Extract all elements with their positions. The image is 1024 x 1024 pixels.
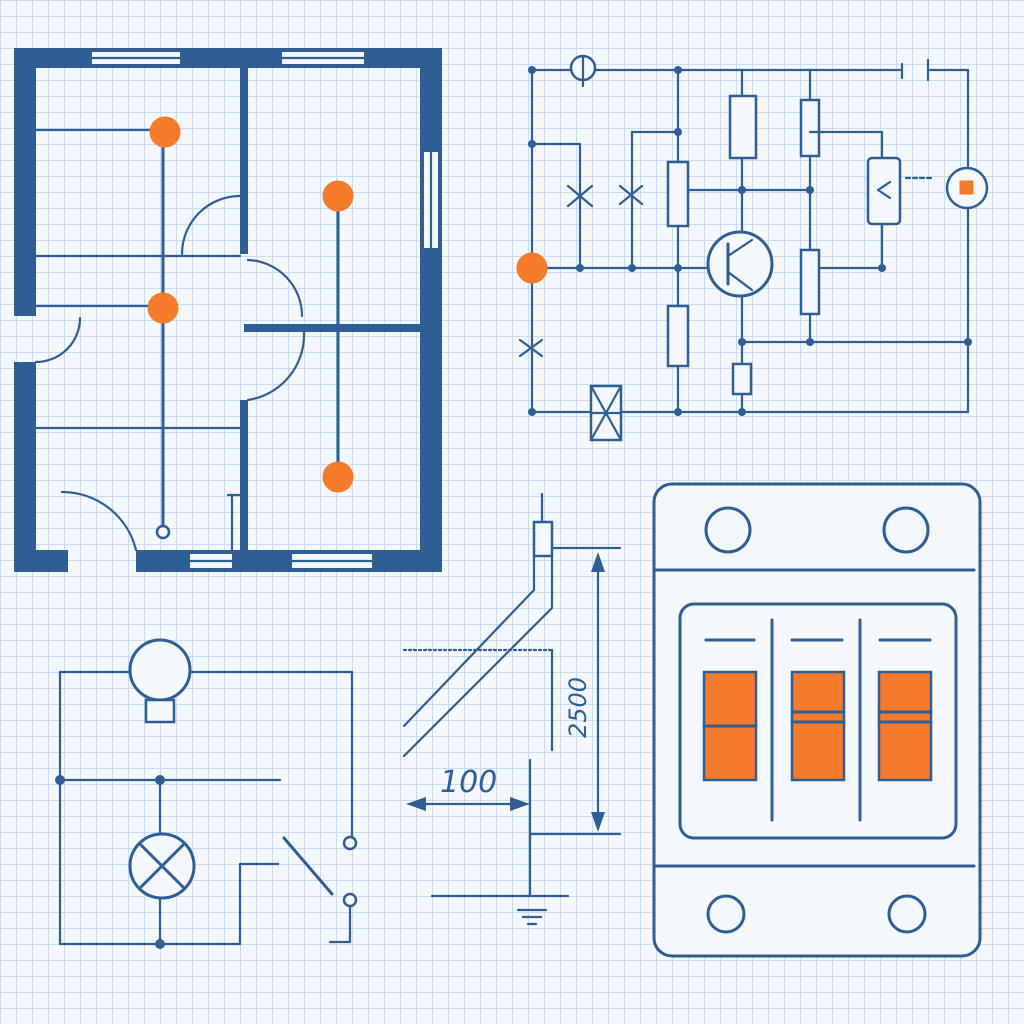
floor-plan-wall-top <box>14 48 442 68</box>
breaker-switch-2[interactable] <box>790 670 846 782</box>
junction-dot <box>155 775 165 785</box>
breaker-switch-body[interactable] <box>790 670 846 782</box>
floor-plan-window-top-right <box>280 52 366 64</box>
junction-dot <box>674 264 682 272</box>
circuit-schematic <box>516 54 989 442</box>
junction-dot <box>528 408 536 416</box>
junction-dot <box>964 338 972 346</box>
input-terminal-icon <box>516 252 548 284</box>
switch-contact-icon <box>342 892 358 908</box>
schematic-frame <box>530 68 970 414</box>
diode-icon <box>518 338 544 358</box>
circuit-wire <box>58 670 280 946</box>
potentiometer-icon <box>876 180 892 200</box>
floor-plan <box>14 48 442 572</box>
floor-plan-door-swing <box>60 490 138 552</box>
circuit-wire <box>328 904 352 944</box>
schematic-wire <box>808 130 884 160</box>
floor-plan-partition-lower <box>240 400 248 552</box>
junction-dot <box>738 186 746 194</box>
ground-icon <box>516 908 548 926</box>
floor-plan-door-swing <box>246 258 304 318</box>
dimension-label-vertical: 2500 <box>564 677 592 738</box>
lamp-socket-icon <box>144 698 176 724</box>
floor-plan-window-bottom-right <box>290 554 374 568</box>
switch-contact-icon <box>342 835 358 851</box>
junction-dot <box>738 408 746 416</box>
transistor-icon <box>726 238 754 292</box>
junction-dot <box>55 775 65 785</box>
light-point-icon <box>149 116 181 148</box>
lamp-icon <box>138 842 186 890</box>
light-point-icon <box>322 461 354 493</box>
circuit-wire <box>188 670 354 840</box>
dimension-arrow-icon <box>406 797 426 811</box>
dimension-arrow-icon <box>591 812 605 832</box>
junction-dot <box>806 186 814 194</box>
junction-dot <box>674 408 682 416</box>
floor-plan-wall-bottom-left <box>14 550 68 572</box>
schematic-wire <box>630 130 682 270</box>
capacitor-icon <box>731 362 753 396</box>
floor-plan-partition-upper <box>240 68 248 254</box>
floor-plan-window-bottom-left <box>188 554 234 568</box>
resistor-icon <box>799 98 821 158</box>
dimension-arrow-icon <box>591 552 605 572</box>
dimension-drawing: 100 2500 <box>402 492 622 926</box>
junction-dot <box>878 264 886 272</box>
junction-dot <box>674 128 682 136</box>
floor-plan-window-top-left <box>90 52 182 64</box>
mounting-screw-icon <box>887 894 927 934</box>
floor-plan-wall-right <box>420 48 442 572</box>
floor-plan-window-right <box>424 150 438 250</box>
junction-dot <box>576 264 584 272</box>
mounting-screw-icon <box>704 506 752 554</box>
dimension-label-horizontal: 100 <box>440 765 497 800</box>
outlet-icon <box>155 524 171 540</box>
junction-dot <box>806 338 814 346</box>
conduit-outline <box>402 554 536 728</box>
transistor-icon <box>706 230 774 298</box>
mount-bracket-icon <box>532 520 554 558</box>
resistor-icon <box>666 304 690 368</box>
light-point-icon <box>322 180 354 212</box>
floor-plan-door-swing <box>34 316 82 364</box>
resistor-icon <box>666 160 690 228</box>
schematic-wire <box>818 222 884 270</box>
breaker-panel <box>652 482 982 958</box>
relay-coil-icon <box>589 384 623 442</box>
junction-dot <box>155 939 165 949</box>
junction-dot <box>674 66 682 74</box>
floor-plan-door-swing <box>180 194 242 256</box>
mounting-screw-icon <box>706 894 746 934</box>
resistor-icon <box>799 248 821 316</box>
floor-plan-wall-left-lower <box>14 362 36 572</box>
mounting-screw-icon <box>882 506 930 554</box>
potentiometer-icon <box>866 156 902 226</box>
floor-plan-wall-bottom-right <box>136 550 442 572</box>
breaker-switch-3[interactable] <box>877 670 933 782</box>
lamp-switch-circuit <box>55 638 358 949</box>
floor-plan-wall-left-upper <box>14 48 36 316</box>
diode-icon <box>566 184 594 208</box>
junction-dot <box>528 140 536 148</box>
resistor-icon <box>728 94 758 160</box>
floor-plan-door-swing <box>246 330 306 402</box>
lamp-socket-icon <box>128 638 192 702</box>
junction-dot <box>738 338 746 346</box>
breaker-switch-body[interactable] <box>877 670 933 782</box>
floor-plan-partition-horizontal <box>244 324 422 332</box>
indicator-lamp-icon <box>959 180 974 195</box>
light-point-icon <box>147 292 179 324</box>
dimension-arrow-icon <box>510 797 530 811</box>
breaker-switch-1[interactable] <box>702 670 758 782</box>
switch-icon <box>282 836 334 896</box>
conduit-outline <box>402 554 554 758</box>
schematic-wire <box>530 142 582 270</box>
junction-dot <box>528 66 536 74</box>
junction-dot <box>628 264 636 272</box>
